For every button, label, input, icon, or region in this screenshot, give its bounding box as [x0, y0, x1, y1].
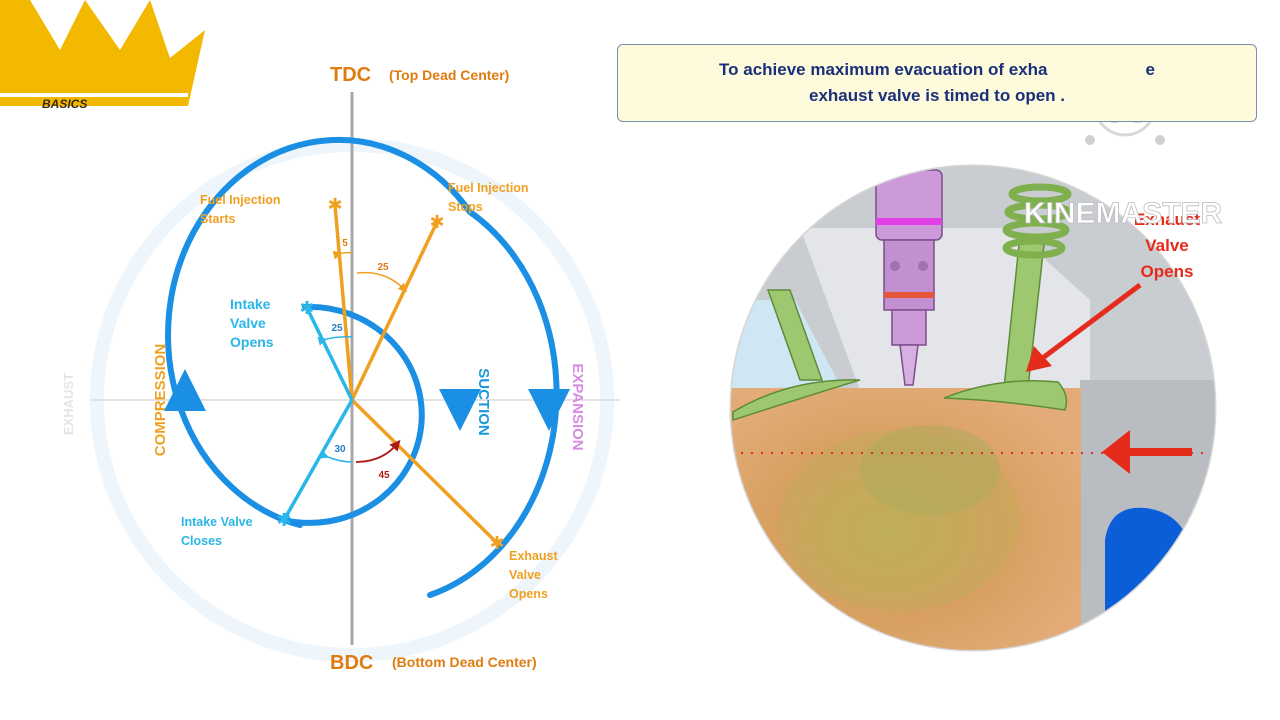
valve-spring: [1002, 183, 1072, 259]
fuel-injector: [875, 169, 943, 386]
angle-fuel-stop: 25: [377, 262, 389, 273]
fuel-start-marker-icon: ✱: [327, 195, 342, 215]
svg-text:Fuel Injection: Fuel Injection: [448, 181, 529, 195]
exhaust-valve-pointer-line: [1038, 283, 1142, 362]
svg-text:Valve: Valve: [230, 315, 266, 331]
kinemaster-wordmark: KINEMASTER: [1024, 197, 1223, 230]
fuel-injection-starts-label: Fuel Injection Starts: [200, 193, 281, 226]
svg-text:Intake Valve: Intake Valve: [181, 515, 253, 529]
fuel-stop-line: [350, 221, 439, 401]
intake-valve-closes-label: Intake Valve Closes: [181, 515, 253, 548]
svg-text:Opens: Opens: [509, 587, 548, 601]
exhaust-open-marker-icon: ✱: [489, 533, 504, 553]
angle-arc-fuel-start: [332, 250, 353, 260]
exhaust-port: [1105, 507, 1190, 650]
svg-text:Stops: Stops: [448, 200, 483, 214]
exhaust-valve: [943, 379, 1068, 411]
intake-open-line: [305, 307, 354, 401]
tdc-full-label: (Top Dead Center): [389, 67, 509, 83]
svg-text:Valve: Valve: [1145, 236, 1189, 255]
angle-arc-fuel-stop: [356, 271, 408, 293]
angle-intake-close: 30: [334, 444, 346, 455]
fuel-start-line: [333, 204, 354, 401]
compression-label: COMPRESSION: [152, 344, 169, 457]
logo-text: BASICS: [42, 97, 87, 111]
angle-exhaust-open: 45: [378, 470, 390, 481]
exhaust-open-line: [350, 398, 499, 545]
fuel-stop-marker-icon: ✱: [429, 212, 444, 232]
bdc-label: BDC: [330, 652, 373, 674]
svg-text:Opens: Opens: [1141, 262, 1194, 281]
exhaust-valve-pointer-icon: [1026, 346, 1052, 372]
intake-valve-opens-label: Intake Valve Opens: [230, 296, 274, 350]
caption-line-2: exhaust valve is timed to open .: [808, 86, 1066, 105]
svg-text:Fuel Injection: Fuel Injection: [200, 193, 281, 207]
exhaust-stroke-label: EXHAUST: [61, 373, 76, 435]
angle-arc-exhaust-open: [355, 439, 401, 463]
svg-text:Closes: Closes: [181, 534, 222, 548]
intake-close-line: [282, 399, 354, 521]
exhaust-valve-opens-callout: Exhaust Valve Opens: [1134, 210, 1200, 281]
svg-text:Intake: Intake: [230, 296, 271, 312]
svg-text:Exhaust: Exhaust: [1134, 210, 1200, 229]
intake-valve: [732, 379, 861, 422]
angle-fuel-start: 5: [342, 238, 348, 249]
inner-suction-arc: [281, 303, 425, 526]
fuel-injection-stops-label: Fuel Injection Stops: [448, 181, 529, 214]
bdc-full-label: (Bottom Dead Center): [392, 654, 537, 670]
cylinder-illustration: Exhaust Valve Opens: [729, 164, 1217, 652]
angle-arc-intake-close: [319, 450, 353, 463]
red-arrow-icon: [1102, 430, 1130, 474]
angle-arc-intake-open: [317, 336, 353, 346]
tdc-label: TDC: [330, 64, 371, 86]
exhaust-valve-opens-label: Exhaust Valve Opens: [509, 549, 558, 601]
crown-logo: BASICS: [0, 0, 205, 111]
expansion-label: EXPANSION: [569, 363, 586, 450]
intake-open-marker-icon: ✱: [299, 298, 314, 318]
intake-close-marker-icon: ✱: [276, 510, 291, 530]
svg-text:Valve: Valve: [509, 568, 541, 582]
svg-text:Exhaust: Exhaust: [509, 549, 558, 563]
svg-text:Opens: Opens: [230, 334, 274, 350]
suction-label: SUCTION: [475, 368, 492, 436]
svg-text:Starts: Starts: [200, 212, 235, 226]
angle-intake-open: 25: [331, 323, 343, 334]
